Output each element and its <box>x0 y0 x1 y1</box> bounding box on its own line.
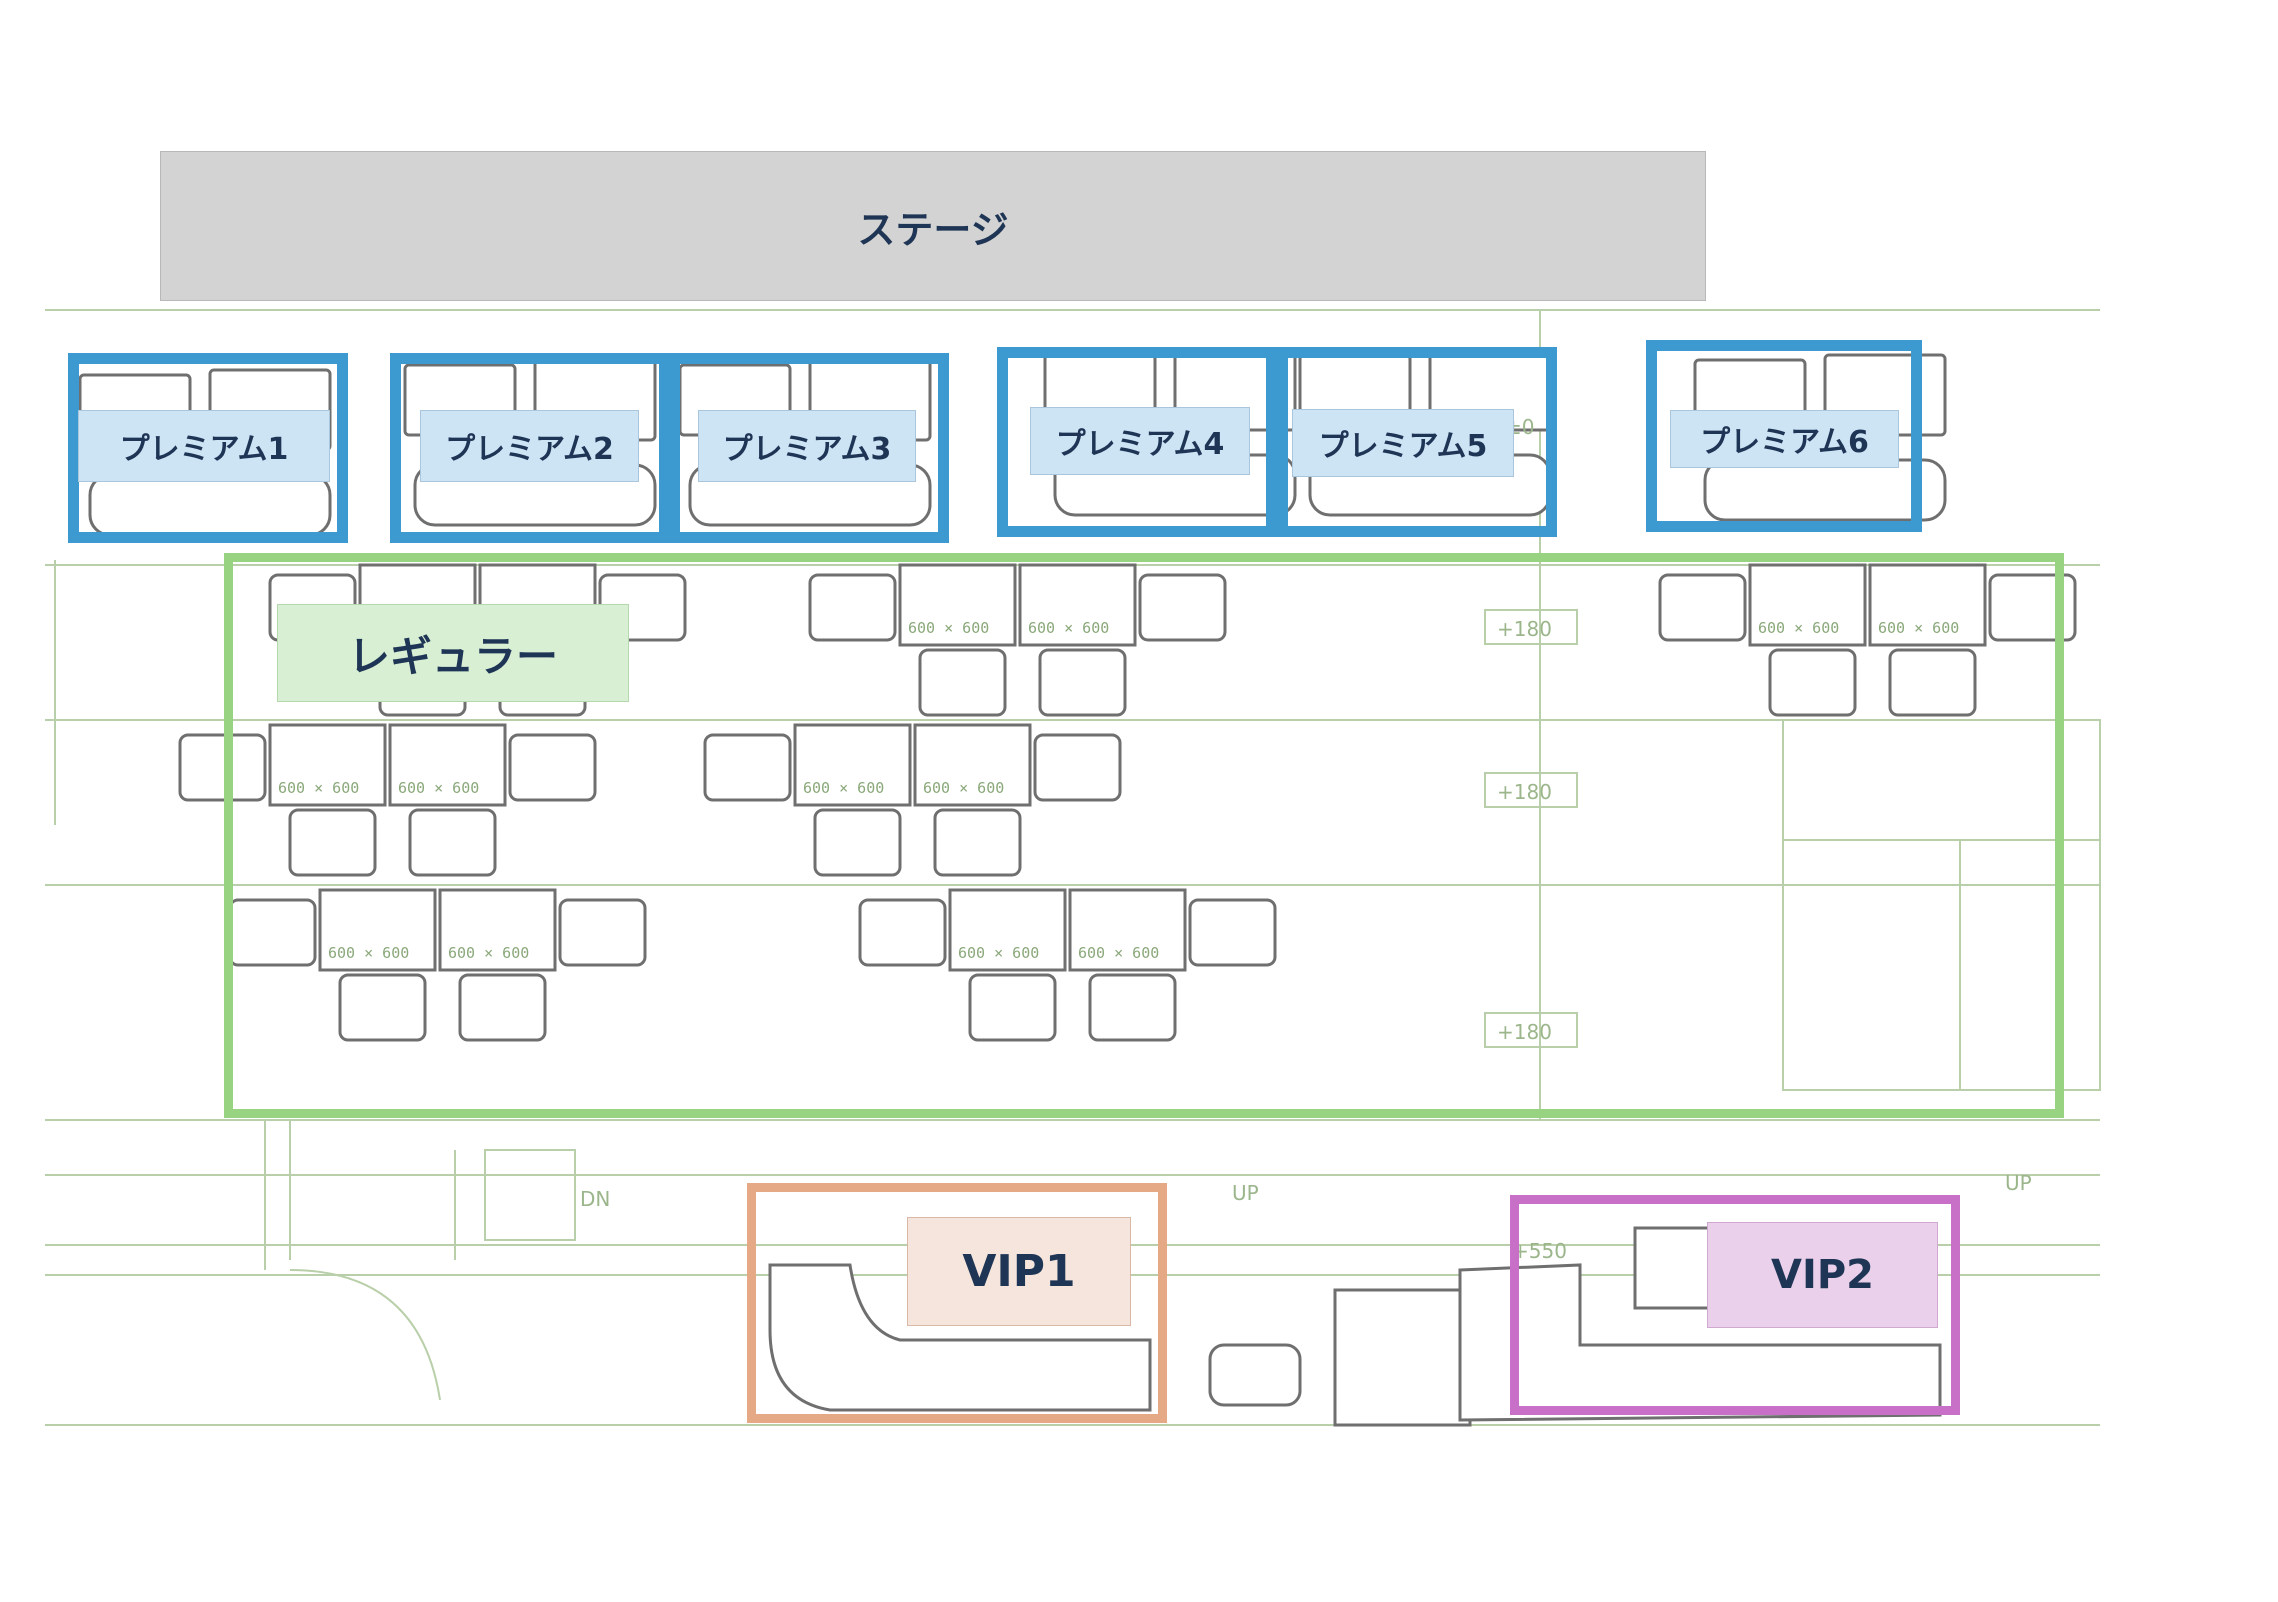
table-size-label: 600 × 600 <box>278 779 359 797</box>
chair <box>1033 733 1122 802</box>
table <box>1868 563 1987 647</box>
premium-zone-5-label: プレミアム5 <box>1292 409 1514 477</box>
plan-room <box>1782 719 2101 1091</box>
table-size-label: 600 × 600 <box>958 944 1039 962</box>
chair <box>933 808 1022 877</box>
premium-zone-4[interactable] <box>997 347 1277 537</box>
premium-zone-2-label: プレミアム2 <box>420 410 639 482</box>
premium-zone-6-label: プレミアム6 <box>1670 410 1899 468</box>
table-size-label: 600 × 600 <box>398 779 479 797</box>
table-size-label: 600 × 600 <box>803 779 884 797</box>
vip-cabinet <box>1333 1288 1472 1427</box>
vip2-sofa <box>1458 1263 1942 1422</box>
chair <box>703 733 792 802</box>
level-mark: +180 <box>1497 1020 1552 1044</box>
table-size-label: 600 × 600 <box>448 944 529 962</box>
regular-zone[interactable] <box>224 553 2064 1118</box>
table <box>318 888 437 972</box>
regular-zone-label: レギュラー <box>277 604 629 702</box>
chair <box>288 808 377 877</box>
premium-zone-4-label: プレミアム4 <box>1030 407 1250 475</box>
chair <box>1988 573 2077 642</box>
chair <box>1088 973 1177 1042</box>
table-size-label: 600 × 600 <box>1758 619 1839 637</box>
level-mark: +180 <box>1497 617 1552 641</box>
chair <box>918 648 1007 717</box>
chair <box>178 733 267 802</box>
table <box>913 723 1032 807</box>
dn-mark: DN <box>580 1187 610 1211</box>
chair <box>1188 898 1277 967</box>
stage-label: ステージ <box>857 207 1009 252</box>
table <box>1068 888 1187 972</box>
chair <box>968 973 1057 1042</box>
chair <box>858 898 947 967</box>
table <box>1018 563 1137 647</box>
vip-table <box>1208 1343 1302 1407</box>
chair <box>1888 648 1977 717</box>
table <box>268 723 387 807</box>
level-mark: +180 <box>1497 780 1552 804</box>
stage: ステージ <box>160 151 1706 301</box>
premium-zone-3[interactable] <box>669 353 949 543</box>
vip2-zone-label: VIP2 <box>1707 1222 1938 1328</box>
chair <box>338 973 427 1042</box>
table-size-label: 600 × 600 <box>328 944 409 962</box>
vip1-sofa <box>768 1263 1152 1412</box>
premium-zone-6[interactable] <box>1646 340 1922 532</box>
level-mark-box <box>1484 772 1578 808</box>
table-size-label: 600 × 600 <box>908 619 989 637</box>
table-size-label: 600 × 600 <box>1878 619 1959 637</box>
premium-zone-5[interactable] <box>1277 347 1557 537</box>
vip1-zone-label: VIP1 <box>907 1217 1131 1326</box>
level-mark: +550 <box>1512 1239 1567 1263</box>
up-mark: UP <box>2005 1171 2032 1195</box>
chair <box>1768 648 1857 717</box>
premium-zone-1-label: プレミアム1 <box>78 410 330 482</box>
premium-zone-2[interactable] <box>390 353 670 543</box>
table-size-label: 600 × 600 <box>1078 944 1159 962</box>
vip1-zone[interactable] <box>747 1183 1167 1423</box>
vip2-zone[interactable] <box>1510 1195 1960 1415</box>
chair <box>1038 648 1127 717</box>
chair <box>458 973 547 1042</box>
up-mark: UP <box>1232 1181 1259 1205</box>
chair <box>408 808 497 877</box>
table <box>388 723 507 807</box>
plan-room <box>484 1149 576 1241</box>
table-size-label: 600 × 600 <box>1028 619 1109 637</box>
premium-zone-1[interactable] <box>68 353 348 543</box>
chair <box>558 898 647 967</box>
table <box>1748 563 1867 647</box>
plan-door <box>289 1269 441 1401</box>
chair <box>813 808 902 877</box>
table <box>793 723 912 807</box>
level-mark-box <box>1484 609 1578 645</box>
table <box>898 563 1017 647</box>
vip2-chair <box>1633 1226 1712 1310</box>
chair <box>1658 573 1747 642</box>
table-size-label: 600 × 600 <box>923 779 1004 797</box>
premium-zone-3-label: プレミアム3 <box>698 410 916 482</box>
level-mark-box <box>1484 1012 1578 1048</box>
chair <box>508 733 597 802</box>
table <box>438 888 557 972</box>
table <box>948 888 1067 972</box>
chair <box>1138 573 1227 642</box>
chair <box>808 573 897 642</box>
